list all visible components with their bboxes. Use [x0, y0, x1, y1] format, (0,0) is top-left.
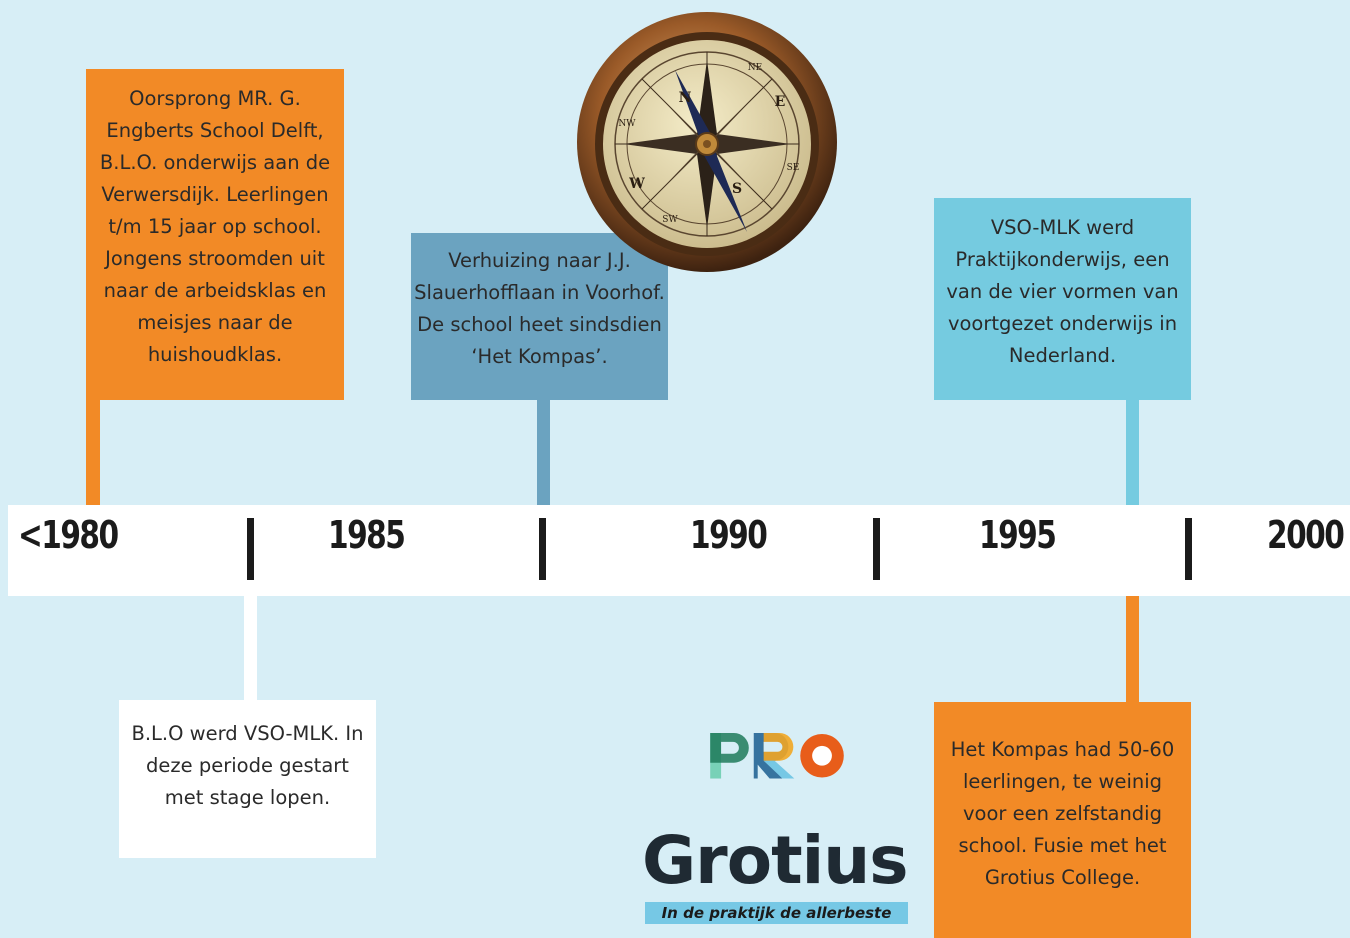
event-text-relocation: Verhuizing naar J.J. Slauerhofflaan in V… [414, 249, 665, 368]
timeline-year-1980: <1980 [18, 513, 119, 557]
event-text-origin: Oorsprong MR. G. Engberts School Delft, … [99, 87, 331, 366]
event-text-praktijkonderwijs: VSO-MLK werd Praktijkonderwijs, een van … [946, 216, 1179, 367]
event-text-vso-mlk: B.L.O werd VSO-MLK. In deze periode gest… [131, 722, 364, 809]
compass-label-e: E [775, 94, 786, 110]
timeline-year-1995: 1995 [979, 513, 1057, 557]
event-box-fusion: Het Kompas had 50-60 leerlingen, te wein… [934, 702, 1191, 938]
timeline-tick [247, 518, 254, 580]
connector-e5 [1126, 594, 1139, 704]
compass-label-se: SE [787, 163, 800, 173]
timeline-year-1985: 1985 [328, 513, 406, 557]
connector-e3 [1126, 395, 1139, 507]
event-box-vso-mlk: B.L.O werd VSO-MLK. In deze periode gest… [119, 700, 376, 858]
event-box-origin: Oorsprong MR. G. Engberts School Delft, … [86, 69, 344, 400]
compass-label-n: N [679, 90, 692, 106]
logo-grotius-text: Grotius [642, 822, 909, 899]
timeline-year-2000: 2000 [1267, 513, 1345, 557]
connector-e2 [537, 395, 550, 507]
compass-label-sw: SW [662, 215, 678, 225]
connector-e4 [244, 594, 257, 704]
event-box-praktijkonderwijs: VSO-MLK werd Praktijkonderwijs, een van … [934, 198, 1191, 400]
pro-grotius-logo [710, 733, 844, 779]
timeline-bar [8, 505, 1350, 596]
timeline-tick [539, 518, 546, 580]
timeline-tick [873, 518, 880, 580]
compass-label-w: W [628, 176, 645, 192]
timeline-tick [1185, 518, 1192, 580]
compass-label-s: S [732, 181, 742, 197]
compass-icon: N E S W NE SE SW NW [577, 12, 837, 272]
timeline-year-1990: 1990 [690, 513, 768, 557]
event-text-fusion: Het Kompas had 50-60 leerlingen, te wein… [950, 738, 1175, 889]
compass-label-nw: NW [618, 119, 636, 129]
event-box-relocation: Verhuizing naar J.J. Slauerhofflaan in V… [411, 233, 668, 400]
connector-e1 [86, 395, 100, 507]
logo-slogan: In de praktijk de allerbeste [645, 902, 908, 924]
compass-label-ne: NE [748, 63, 762, 73]
